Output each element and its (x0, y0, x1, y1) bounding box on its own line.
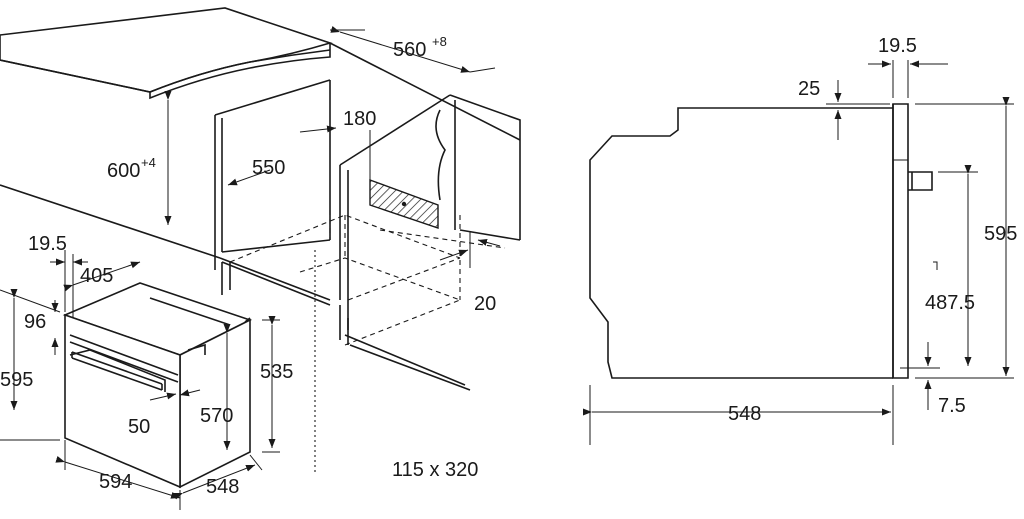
worktop (0, 7, 333, 100)
dim-595: 595 (0, 369, 33, 391)
side-dim-548: 548 (728, 403, 761, 425)
dim-550: 550 (252, 157, 285, 179)
dim-405: 405 (80, 265, 113, 287)
side-dim-19-5: 19.5 (878, 35, 917, 57)
side-dim-7-5: 7.5 (938, 395, 966, 417)
side-dim-487-5: 487.5 (925, 292, 975, 314)
dim-180: 180 (343, 108, 376, 130)
dim-535: 535 (260, 361, 293, 383)
dim-600-tolerance: +4 (141, 155, 156, 170)
side-dim-25: 25 (798, 78, 820, 100)
installation-view: 560 +8 180 600 +4 550 20 115 x 320 (0, 7, 521, 481)
dim-594: 594 (99, 471, 132, 493)
appliance-view: 19.5 405 96 595 535 570 50 594 548 (0, 233, 293, 510)
cabinet-niche (214, 79, 521, 386)
dim-50: 50 (128, 416, 150, 438)
side-dim-595: 595 (984, 223, 1017, 245)
dim-560: 560 (393, 39, 426, 61)
dim-96: 96 (24, 311, 46, 333)
dim-20: 20 (474, 293, 496, 315)
cutout-size: 115 x 320 (392, 459, 478, 481)
dim-548: 548 (206, 476, 239, 498)
dim-570: 570 (200, 405, 233, 427)
dim-600: 600 (107, 160, 140, 182)
dim-19-5: 19.5 (28, 233, 67, 255)
side-view: 19.5 25 595 487.5 548 7.5 (583, 35, 1017, 445)
dim-560-tolerance: +8 (432, 34, 447, 49)
